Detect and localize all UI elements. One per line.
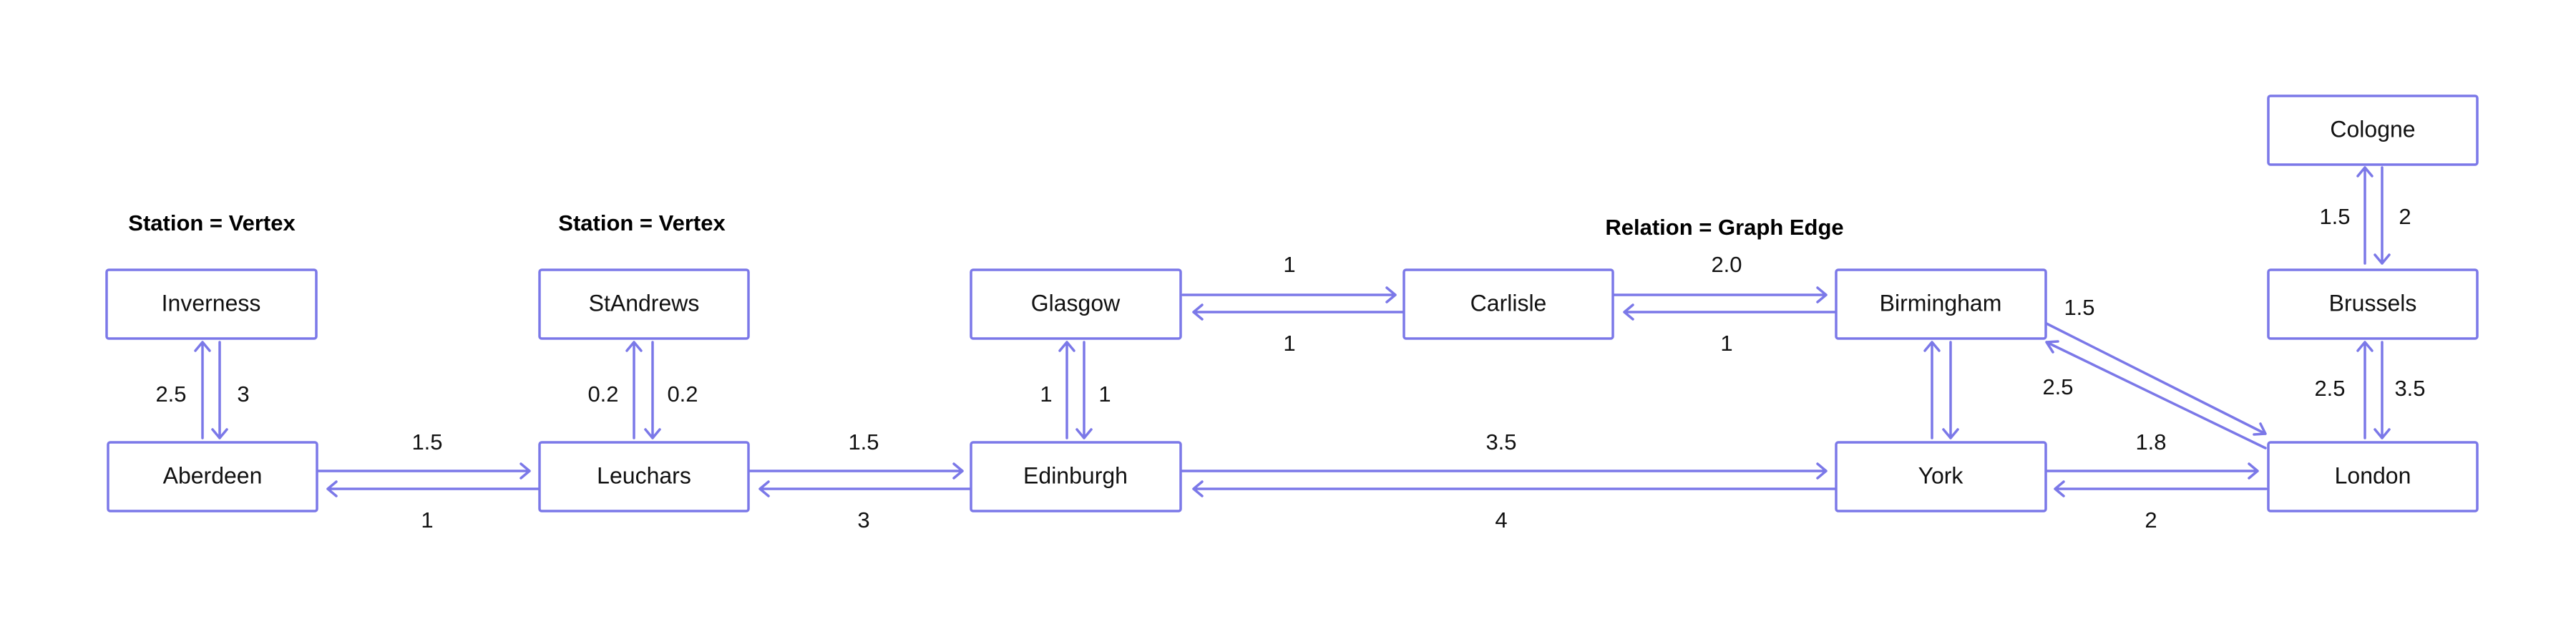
edge-weight-aberdeen-leuchars: 1.5: [411, 429, 442, 455]
edge-leuchars-aberdeen: [326, 480, 540, 497]
edge-cologne-brussels: [2373, 166, 2391, 265]
node-cologne: Cologne: [2267, 94, 2479, 166]
node-brussels: Brussels: [2267, 268, 2479, 340]
edge-york-birmingham: [1923, 341, 1941, 439]
edge-weight-london-york: 2: [2145, 507, 2157, 533]
edge-weight-london-birmingham: 2.5: [2042, 374, 2073, 399]
edge-weight-london-brussels: 2.5: [2314, 376, 2345, 401]
edge-weight-brussels-cologne: 1.5: [2319, 204, 2350, 229]
node-edinburgh: Edinburgh: [970, 441, 1182, 512]
edge-glasgow-carlisle: [1181, 286, 1397, 303]
edge-weight-york-edinburgh: 4: [1495, 507, 1507, 533]
edge-weight-standrews-leuchars: 0.2: [667, 381, 698, 407]
node-leuchars-label: Leuchars: [597, 462, 691, 488]
node-carlisle: Carlisle: [1402, 268, 1614, 340]
edge-weight-edinburgh-glasgow: 1: [1040, 381, 1052, 407]
edge-weight-leuchars-aberdeen: 1: [421, 507, 433, 533]
edge-standrews-leuchars: [644, 341, 661, 439]
edge-weight-glasgow-carlisle: 1: [1283, 252, 1295, 277]
edge-london-york: [2054, 480, 2268, 497]
edge-weight-carlisle-glasgow: 1: [1283, 331, 1295, 356]
edge-birmingham-carlisle: [1623, 303, 1836, 321]
node-brussels-box: [2267, 268, 2479, 340]
node-aberdeen-box: [107, 441, 318, 512]
node-leuchars-box: [538, 441, 750, 512]
edge-weight-inverness-aberdeen: 3: [237, 381, 249, 407]
node-standrews-label: StAndrews: [589, 290, 700, 316]
edge-weight-york-london: 1.8: [2135, 429, 2166, 455]
node-birmingham-box: [1835, 268, 2047, 340]
node-birmingham-label: Birmingham: [1880, 290, 2002, 316]
edge-aberdeen-leuchars: [316, 462, 531, 480]
caption-station-vertex-2: Station = Vertex: [558, 210, 726, 235]
edge-birmingham-london: [2045, 322, 2267, 436]
node-glasgow-box: [970, 268, 1182, 340]
node-london-label: London: [2335, 462, 2411, 488]
node-carlisle-box: [1402, 268, 1614, 340]
node-leuchars: Leuchars: [538, 441, 750, 512]
edge-leuchars-edinburgh: [748, 462, 964, 480]
node-cologne-label: Cologne: [2330, 116, 2415, 142]
edge-weight-leuchars-edinburgh: 1.5: [848, 429, 879, 455]
edge-carlisle-birmingham: [1612, 286, 1828, 303]
edge-brussels-cologne: [2356, 166, 2373, 265]
node-york-box: [1835, 441, 2047, 512]
edge-edinburgh-leuchars: [758, 480, 972, 497]
edge-leuchars-standrews: [625, 341, 643, 439]
edge-weight-brussels-london: 3.5: [2394, 376, 2425, 401]
edge-london-birmingham: [2045, 340, 2267, 449]
edge-birmingham-york: [1942, 341, 1959, 439]
edge-weight-birmingham-carlisle: 1: [1720, 331, 1732, 356]
edge-edinburgh-york: [1181, 462, 1828, 480]
edge-weight-glasgow-edinburgh: 1: [1098, 381, 1111, 407]
node-glasgow-label: Glasgow: [1031, 290, 1121, 316]
node-inverness-label: Inverness: [162, 290, 261, 316]
caption-relation-graph-edge: Relation = Graph Edge: [1605, 215, 1843, 240]
edge-weight-birmingham-london: 1.5: [2064, 295, 2094, 320]
node-aberdeen: Aberdeen: [107, 441, 318, 512]
node-brussels-label: Brussels: [2329, 290, 2417, 316]
edge-york-london: [2044, 462, 2259, 480]
edge-london-brussels: [2356, 341, 2373, 439]
edge-york-edinburgh: [1192, 480, 1836, 497]
node-inverness: Inverness: [105, 268, 318, 340]
node-standrews-box: [538, 268, 750, 340]
nodes: Inverness Aberdeen StAndrews Leuchars Gl…: [105, 94, 2479, 512]
edge-weight-aberdeen-inverness: 2.5: [155, 381, 186, 407]
edge-weight-leuchars-standrews: 0.2: [587, 381, 618, 407]
edge-glasgow-edinburgh: [1075, 341, 1093, 439]
node-carlisle-label: Carlisle: [1470, 290, 1547, 316]
node-birmingham: Birmingham: [1835, 268, 2047, 340]
edge-weight-cologne-brussels: 2: [2399, 204, 2411, 229]
node-london: London: [2267, 441, 2479, 512]
edge-weight-edinburgh-leuchars: 3: [857, 507, 869, 533]
edge-inverness-aberdeen: [211, 341, 228, 439]
node-york-label: York: [1918, 462, 1964, 488]
node-cologne-box: [2267, 94, 2479, 166]
edge-weight-edinburgh-york: 3.5: [1485, 429, 1516, 455]
edge-edinburgh-glasgow: [1058, 341, 1075, 439]
edges: 3 2.5 0.2 0.2 1.5 1 1.5 3 1 1 1 1 2.0 1: [155, 166, 2426, 533]
node-york: York: [1835, 441, 2047, 512]
node-standrews: StAndrews: [538, 268, 750, 340]
node-inverness-box: [105, 268, 318, 340]
node-glasgow: Glasgow: [970, 268, 1182, 340]
edge-aberdeen-inverness: [194, 341, 211, 439]
node-aberdeen-label: Aberdeen: [163, 462, 263, 488]
node-london-box: [2267, 441, 2479, 512]
caption-station-vertex-1: Station = Vertex: [128, 210, 296, 235]
edge-carlisle-glasgow: [1192, 303, 1405, 321]
node-edinburgh-box: [970, 441, 1182, 512]
node-edinburgh-label: Edinburgh: [1023, 462, 1128, 488]
edge-weight-carlisle-birmingham: 2.0: [1711, 252, 1742, 277]
edge-brussels-london: [2373, 341, 2391, 439]
